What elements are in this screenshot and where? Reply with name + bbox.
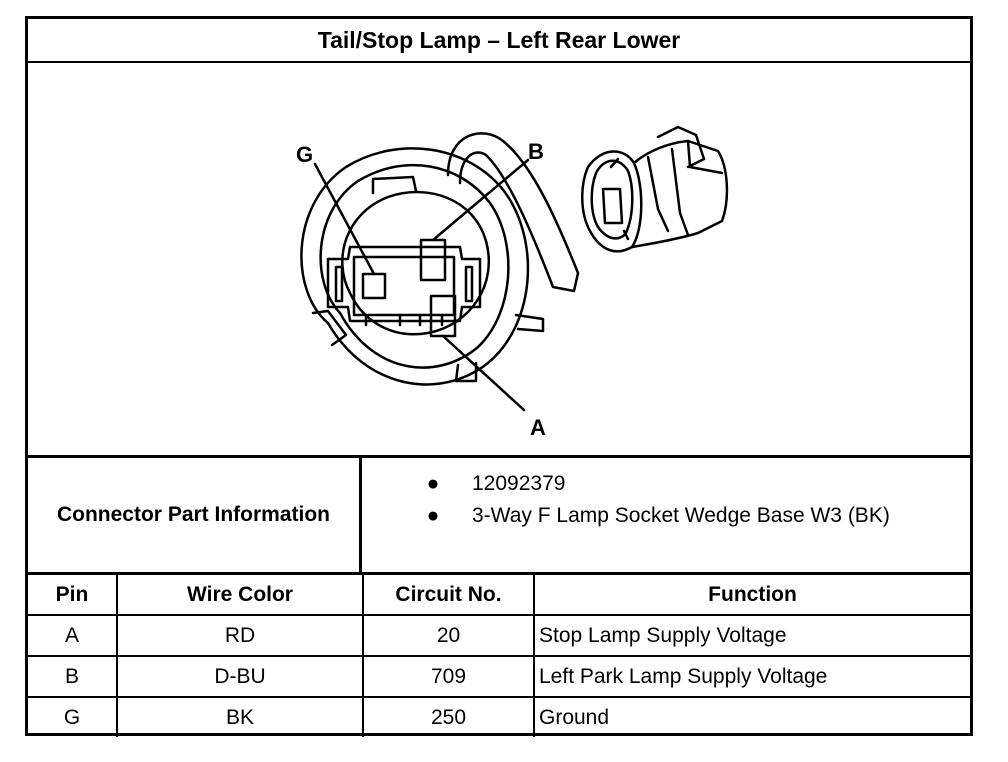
table-row: G BK 250 Ground bbox=[28, 696, 970, 737]
callout-g: G bbox=[296, 142, 313, 167]
wedge-base-body bbox=[326, 245, 482, 323]
header-circuit-no: Circuit No. bbox=[362, 575, 535, 616]
cell-circuit-no: 250 bbox=[362, 696, 535, 737]
connector-info-row: Connector Part Information ● 12092379 ● … bbox=[28, 458, 970, 575]
cell-wire-color: BK bbox=[116, 696, 364, 737]
callout-a: A bbox=[530, 415, 546, 440]
pin-table: Pin Wire Color Circuit No. Function A RD… bbox=[28, 575, 970, 737]
cell-circuit-no: 20 bbox=[362, 614, 535, 657]
table-row: B D-BU 709 Left Park Lamp Supply Voltage bbox=[28, 655, 970, 698]
connector-end-view-svg: G B A bbox=[296, 125, 729, 440]
socket-inner-rim bbox=[341, 190, 491, 336]
bullet-icon: ● bbox=[426, 472, 440, 495]
info-item-description: ● 3-Way F Lamp Socket Wedge Base W3 (BK) bbox=[365, 504, 970, 534]
leader-a bbox=[441, 334, 526, 412]
leader-b bbox=[431, 158, 530, 242]
callout-b: B bbox=[528, 139, 544, 164]
cell-function: Stop Lamp Supply Voltage bbox=[533, 614, 970, 657]
info-item-part-number: ● 12092379 bbox=[365, 472, 970, 502]
header-wire-color: Wire Color bbox=[116, 575, 364, 616]
pin-table-header: Pin Wire Color Circuit No. Function bbox=[28, 575, 970, 616]
connector-info-list: ● 12092379 ● 3-Way F Lamp Socket Wedge B… bbox=[365, 458, 970, 572]
cell-pin: A bbox=[28, 614, 118, 657]
bullet-icon: ● bbox=[426, 504, 440, 527]
table-row: A RD 20 Stop Lamp Supply Voltage bbox=[28, 614, 970, 657]
cell-function: Ground bbox=[533, 696, 970, 737]
socket-outer-flange bbox=[300, 147, 530, 386]
locking-tab bbox=[446, 132, 580, 293]
part-number: 12092379 bbox=[472, 472, 566, 495]
connector-info-label: Connector Part Information bbox=[28, 458, 362, 572]
terminal-g bbox=[361, 272, 387, 300]
cell-pin: B bbox=[28, 655, 118, 698]
page-title: Tail/Stop Lamp – Left Rear Lower bbox=[28, 19, 970, 63]
cell-wire-color: RD bbox=[116, 614, 364, 657]
cell-function: Left Park Lamp Supply Voltage bbox=[533, 655, 970, 698]
cell-pin: G bbox=[28, 696, 118, 737]
leader-g bbox=[313, 162, 376, 276]
socket-side-view bbox=[580, 125, 729, 253]
header-pin: Pin bbox=[28, 575, 118, 616]
connector-description: 3-Way F Lamp Socket Wedge Base W3 (BK) bbox=[472, 504, 890, 527]
header-function: Function bbox=[533, 575, 970, 616]
connector-sheet: Tail/Stop Lamp – Left Rear Lower bbox=[25, 16, 973, 737]
cell-circuit-no: 709 bbox=[362, 655, 535, 698]
cell-wire-color: D-BU bbox=[116, 655, 364, 698]
connector-diagram: G B A bbox=[28, 63, 970, 458]
